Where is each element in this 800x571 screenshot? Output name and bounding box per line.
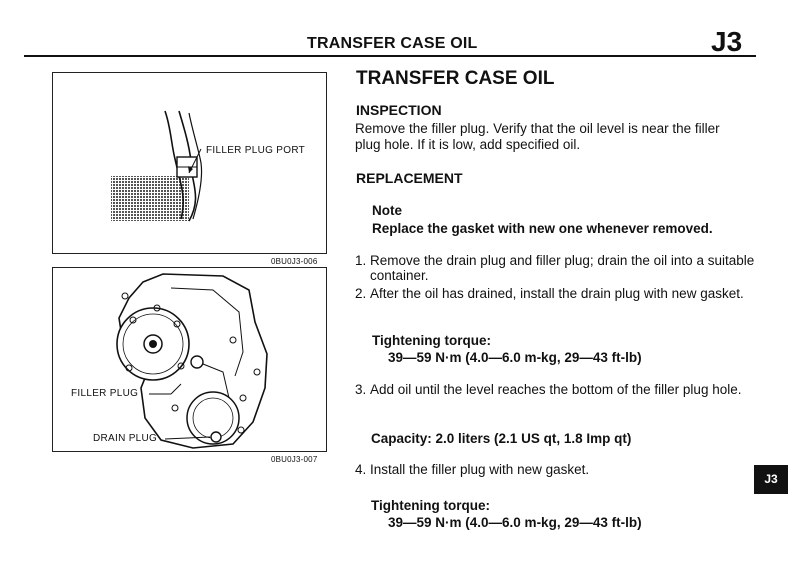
torque-label-1: Tightening torque:: [372, 333, 491, 348]
section-title: TRANSFER CASE OIL: [356, 68, 555, 89]
torque-value-1: 39—59 N·m (4.0—6.0 m-kg, 29—43 ft-lb): [388, 350, 642, 365]
page-header-title: TRANSFER CASE OIL: [307, 35, 478, 52]
inspection-line-1: Remove the filler plug. Verify that the …: [355, 121, 720, 136]
step-number: 3.: [355, 382, 367, 397]
figure-code-1: 0BU0J3-006: [271, 257, 318, 266]
step-2: 2. After the oil has drained, install th…: [355, 286, 755, 301]
step-number: 2.: [355, 286, 367, 301]
step-text: Remove the drain plug and filler plug; d…: [370, 253, 755, 283]
inspection-heading: INSPECTION: [356, 102, 442, 118]
header-rule: [24, 55, 756, 57]
step-text: Install the filler plug with new gasket.: [370, 462, 590, 477]
step-text: Add oil until the level reaches the bott…: [370, 382, 742, 397]
step-text: After the oil has drained, install the d…: [370, 286, 744, 301]
side-index-tab: J3: [754, 465, 788, 494]
note-title: Note: [372, 203, 402, 218]
figure-transfer-case: FILLER PLUG DRAIN PLUG: [52, 267, 327, 452]
transfer-case-illustration: [116, 273, 268, 449]
filler-plug-label: FILLER PLUG: [71, 388, 139, 399]
step-4: 4. Install the filler plug with new gask…: [355, 462, 755, 477]
inspection-line-2: plug hole. If it is low, add specified o…: [355, 137, 581, 152]
section-code: J3: [711, 26, 743, 57]
inspection-paragraph: Remove the filler plug. Verify that the …: [355, 121, 755, 153]
capacity-spec: Capacity: 2.0 liters (2.1 US qt, 1.8 Imp…: [371, 431, 632, 446]
step-1: 1. Remove the drain plug and filler plug…: [355, 253, 755, 283]
torque-label-2: Tightening torque:: [371, 498, 490, 513]
note-text: Replace the gasket with new one whenever…: [372, 221, 713, 236]
step-number: 1.: [355, 253, 367, 268]
figure-filler-plug-port: FILLER PLUG PORT: [52, 72, 327, 254]
filler-plug-port-label: FILLER PLUG PORT: [206, 145, 306, 156]
torque-value-2: 39—59 N·m (4.0—6.0 m-kg, 29—43 ft-lb): [388, 515, 642, 530]
replacement-heading: REPLACEMENT: [356, 170, 463, 186]
filler-port-illustration: [111, 110, 203, 222]
step-3: 3. Add oil until the level reaches the b…: [355, 382, 755, 397]
step-number: 4.: [355, 462, 367, 477]
drain-plug-label: DRAIN PLUG: [93, 433, 158, 444]
figure-code-2: 0BU0J3-007: [271, 455, 318, 464]
